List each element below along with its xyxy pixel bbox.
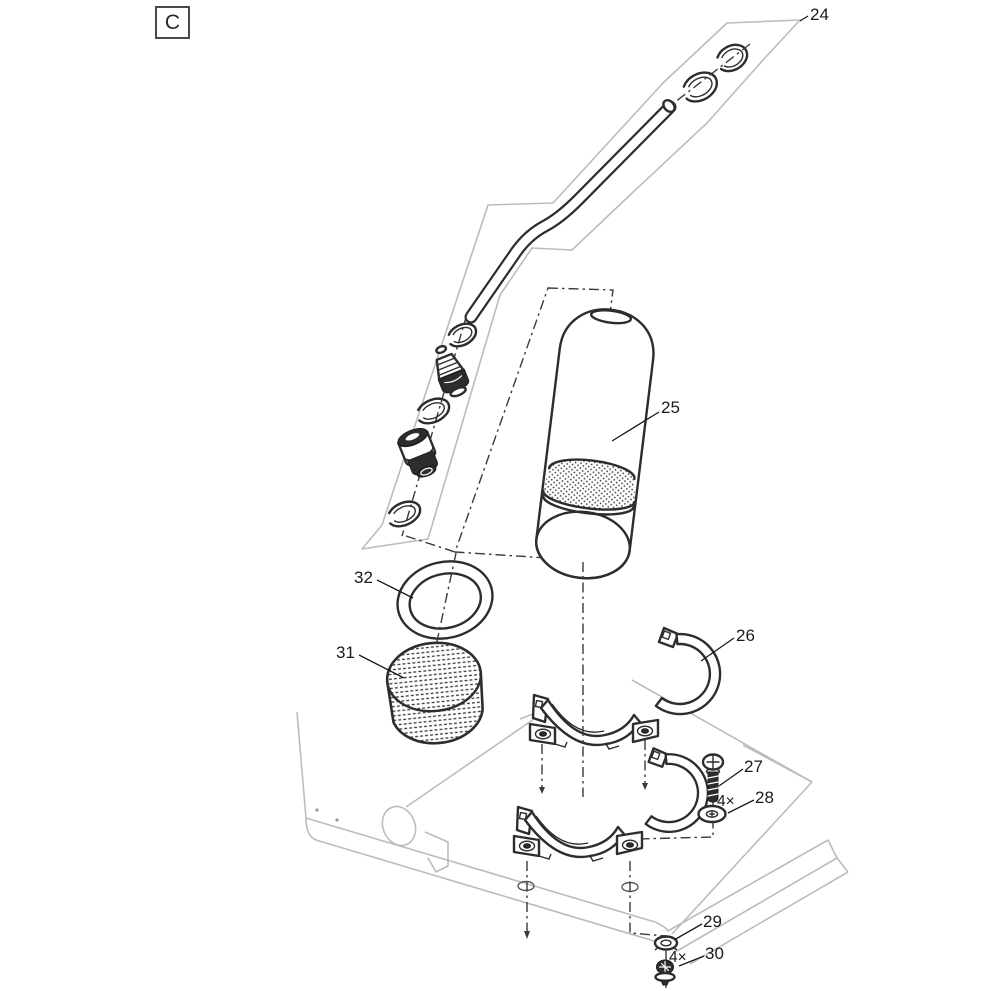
callout-30-leader [678, 955, 705, 967]
screw27-axis [635, 798, 714, 840]
centerlines [405, 43, 751, 939]
callout-29-leader [673, 923, 703, 941]
check-valve [435, 344, 470, 398]
washer-28 [697, 804, 727, 824]
o-ring-lower [388, 500, 422, 528]
bolt2930-axis [629, 861, 667, 988]
callout-30: 30 [705, 944, 724, 963]
callout-32: 32 [354, 568, 373, 587]
clamp-strap-1 [654, 626, 722, 716]
plate-screw-hole-left [517, 880, 535, 892]
clamp-strap-2 [644, 747, 710, 833]
view-label-box: C [155, 6, 190, 39]
retaining-ring-second [682, 71, 719, 103]
callout-27: 27 [744, 757, 763, 776]
valve-axis [401, 313, 468, 537]
sealing-ring-32 [396, 560, 494, 640]
callout-26: 26 [736, 626, 755, 645]
callout-27-leader [718, 768, 744, 787]
screw-30 [654, 959, 676, 986]
group-24-boundary [361, 19, 801, 550]
callout-25: 25 [661, 398, 680, 417]
foam-filter-31 [385, 641, 484, 745]
tube-top-axis [669, 43, 751, 107]
retaining-clip [447, 322, 478, 348]
base-plate [296, 707, 849, 965]
callout-27-qty: 4× [717, 793, 735, 810]
callout-25-leader [611, 411, 660, 442]
callout-28-leader [727, 799, 755, 814]
tube-mouth [662, 98, 676, 114]
hose-connector [397, 428, 438, 478]
canister-25 [534, 308, 655, 580]
perforated-band [543, 459, 635, 510]
ring32-axis [405, 535, 457, 647]
o-ring-upper [417, 397, 451, 425]
callout-32-leader [376, 579, 414, 599]
callout-24: 24 [810, 5, 829, 24]
plate-oval-hole [381, 805, 417, 847]
callout-26-leader [700, 637, 735, 662]
callout-29-qty: 4× [669, 949, 687, 966]
screw-27 [701, 753, 725, 803]
plate-notch [424, 831, 449, 873]
retaining-ring-top [716, 43, 749, 73]
callouts: 24 25 26 27 4× 28 29 4× 30 31 32 [336, 5, 829, 967]
callout-31: 31 [336, 643, 355, 662]
clip-nut-29 [653, 935, 679, 951]
callout-24-leader [799, 15, 809, 22]
callout-28: 28 [755, 788, 774, 807]
tube-assembly-24 [388, 43, 749, 528]
clamp-saddle-2 [512, 805, 644, 862]
view-label: C [164, 10, 181, 34]
construction-line-clamp1 [405, 718, 535, 808]
clamp-saddle-1 [528, 693, 660, 750]
tube-bore [466, 102, 675, 322]
callout-29: 29 [703, 912, 722, 931]
callout-31-leader [358, 654, 405, 679]
